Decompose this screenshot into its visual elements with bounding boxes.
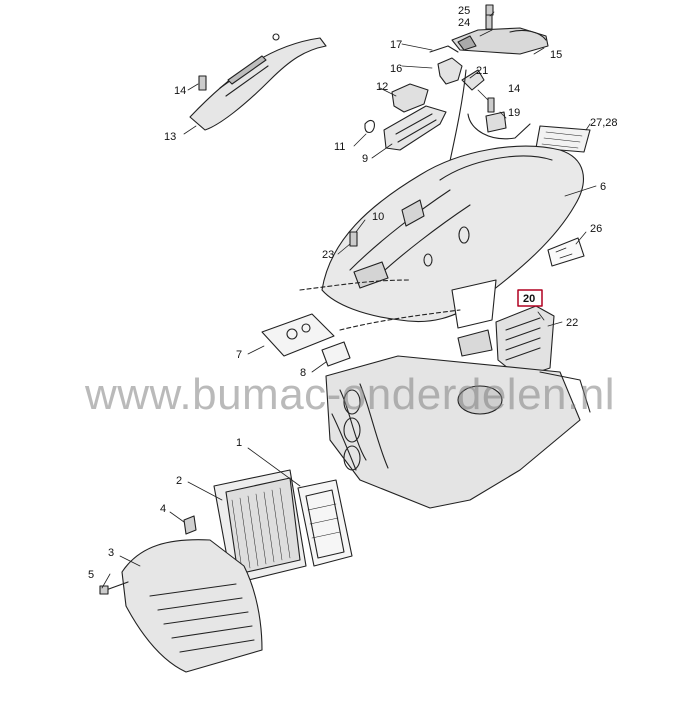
callout-4: 4 bbox=[160, 503, 166, 515]
callout-12: 12 bbox=[376, 81, 388, 93]
callout-15: 15 bbox=[550, 49, 562, 61]
callout-25: 25 bbox=[458, 5, 470, 17]
callout-23: 23 bbox=[322, 249, 334, 261]
callout-20-highlight-box bbox=[517, 289, 543, 307]
small-screws bbox=[198, 4, 494, 247]
part-5-screw bbox=[99, 581, 129, 595]
callout-5: 5 bbox=[88, 569, 94, 581]
part-15-24-top-cover bbox=[451, 14, 549, 55]
engine-block bbox=[325, 355, 591, 509]
callout-9: 9 bbox=[362, 153, 368, 165]
callout-20: 20 bbox=[523, 293, 535, 305]
callout-13: 13 bbox=[164, 131, 176, 143]
callout-22: 22 bbox=[566, 317, 578, 329]
callout-2: 2 bbox=[176, 475, 182, 487]
part-26-label bbox=[547, 237, 585, 267]
callout-11: 11 bbox=[334, 141, 345, 153]
part-2-air-filter bbox=[213, 469, 307, 585]
part-4-nut bbox=[183, 515, 197, 535]
part-16-17-small-parts bbox=[429, 45, 485, 91]
callout-labels: 1 2 3 4 5 6 7 8 9 10 11 12 13 14 14 15 1… bbox=[88, 5, 618, 581]
part-1-filter-frame bbox=[297, 479, 353, 567]
callout-27-28: 27,28 bbox=[590, 117, 618, 129]
callout-16: 16 bbox=[390, 63, 402, 75]
callout-10: 10 bbox=[372, 211, 384, 223]
callout-19: 19 bbox=[508, 107, 520, 119]
part-14-19-27-right-parts bbox=[467, 97, 591, 153]
callout-14a: 14 bbox=[174, 85, 186, 97]
leader-lines bbox=[101, 11, 597, 589]
callout-6: 6 bbox=[600, 181, 606, 193]
callout-17: 17 bbox=[390, 39, 402, 51]
callout-8: 8 bbox=[300, 367, 306, 379]
callout-3: 3 bbox=[108, 547, 114, 559]
callout-7: 7 bbox=[236, 349, 242, 361]
callout-14b: 14 bbox=[508, 83, 520, 95]
callout-1: 1 bbox=[236, 437, 242, 449]
callout-24: 24 bbox=[458, 17, 470, 29]
callout-21: 21 bbox=[476, 65, 488, 77]
part-13-handle-bar bbox=[189, 33, 327, 131]
part-7-8-warning-labels bbox=[261, 313, 351, 367]
part-3-filter-cover bbox=[121, 539, 263, 673]
part-6-main-housing bbox=[299, 145, 584, 331]
part-9-12-trigger bbox=[364, 83, 447, 151]
part-20-22-air-guide bbox=[457, 305, 555, 379]
callout-26: 26 bbox=[590, 223, 602, 235]
